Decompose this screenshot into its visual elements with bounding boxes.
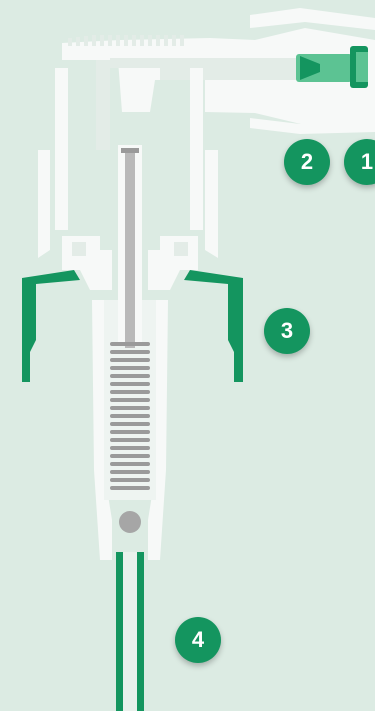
collar-right-wall: [205, 150, 218, 258]
callout-4-badge[interactable]: 4: [175, 617, 221, 663]
dip-tube: [116, 552, 144, 711]
gasket-right: [184, 270, 243, 382]
shoulder-right: [148, 236, 198, 290]
actuator-grip: [68, 35, 184, 46]
actuator-sleeve-left: [55, 68, 68, 230]
piston: [118, 145, 142, 348]
dip-tube-left: [116, 552, 123, 711]
piston-rod: [125, 148, 135, 348]
dip-tube-right: [137, 552, 144, 711]
actuator-sleeve-right: [190, 68, 203, 230]
check-ball: [119, 511, 141, 533]
piston-rod-cap: [121, 148, 139, 153]
callout-2-badge[interactable]: 2: [284, 139, 330, 185]
actuator-head: [62, 8, 375, 150]
shoulder-left: [62, 236, 112, 290]
callout-3-badge[interactable]: 3: [264, 308, 310, 354]
gasket-left: [22, 270, 80, 382]
flow-channel-vertical: [96, 60, 110, 150]
collar-left-wall: [38, 150, 50, 258]
nozzle-cap-top: [250, 8, 375, 30]
